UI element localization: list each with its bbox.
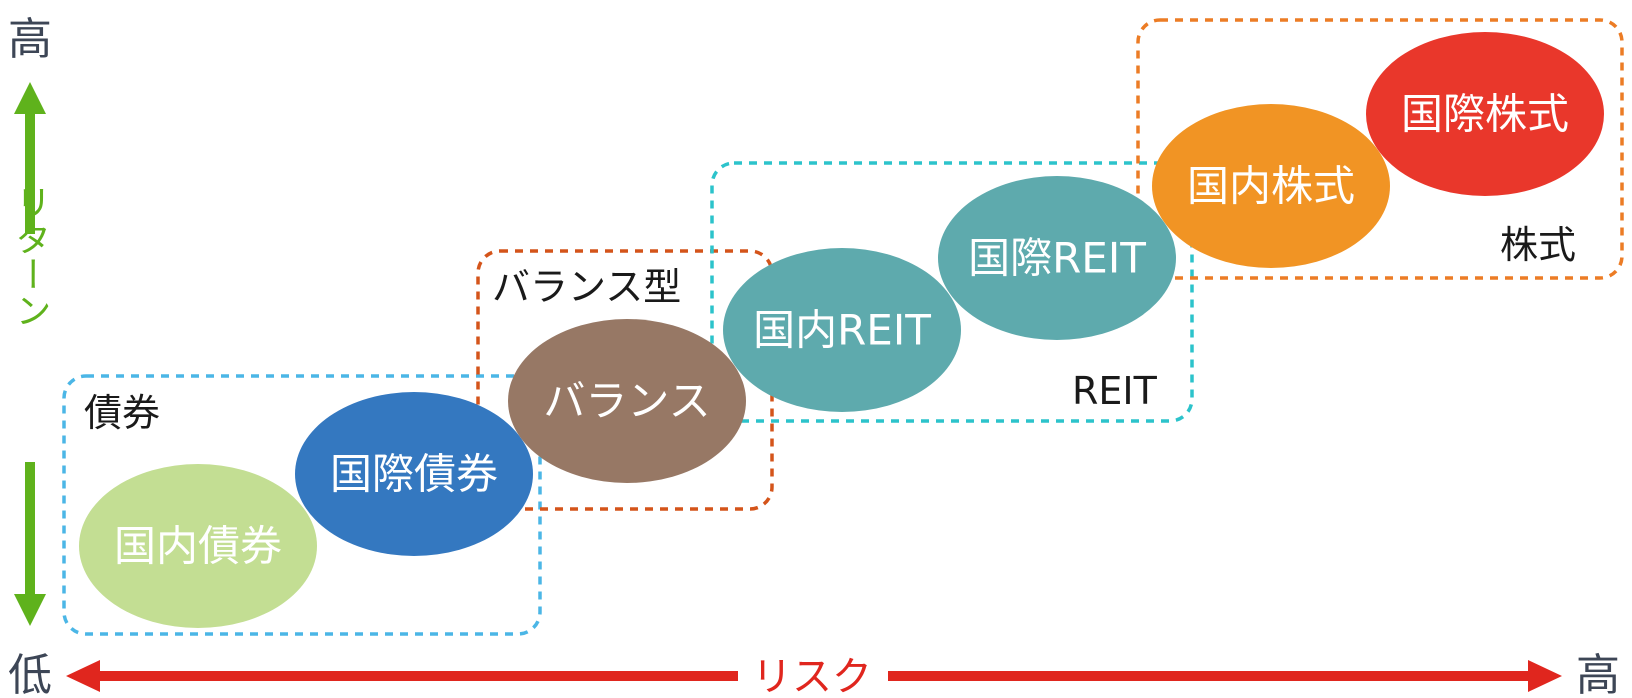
asset-ellipse-domestic-reit bbox=[723, 248, 961, 412]
x-axis-arrow-right bbox=[1528, 660, 1562, 692]
asset-label-intl-reit: 国際REIT bbox=[968, 234, 1146, 283]
asset-label-domestic-stock: 国内株式 bbox=[1187, 162, 1355, 211]
group-frame-reit bbox=[710, 161, 1194, 423]
asset-label-balance: バランス bbox=[543, 377, 710, 426]
y-axis-shaft-top bbox=[25, 112, 35, 234]
y-axis-arrow-down bbox=[14, 594, 46, 626]
asset-ellipse-domestic-bond bbox=[79, 464, 317, 628]
asset-ellipse-domestic-stock bbox=[1152, 104, 1390, 268]
group-label-bonds: 債券 bbox=[84, 391, 160, 435]
asset-label-intl-bond: 国際債券 bbox=[330, 450, 498, 499]
asset-ellipse-intl-reit bbox=[938, 176, 1176, 340]
y-axis-shaft-bottom bbox=[25, 462, 35, 594]
asset-label-intl-stock: 国際株式 bbox=[1401, 90, 1569, 139]
group-frame-bonds bbox=[62, 374, 542, 636]
asset-ellipse-intl-stock bbox=[1366, 32, 1604, 196]
group-label-reit: REIT bbox=[1072, 369, 1158, 413]
x-axis-shaft-left bbox=[98, 671, 738, 681]
group-label-balance: バランス型 bbox=[492, 265, 681, 309]
group-label-stocks: 株式 bbox=[1500, 223, 1576, 267]
asset-ellipse-intl-bond bbox=[295, 392, 533, 556]
x-axis-label: リスク bbox=[752, 654, 872, 698]
x-axis-arrow-left bbox=[66, 660, 100, 692]
y-axis-label: リターン bbox=[10, 184, 51, 328]
asset-ellipse-balance bbox=[508, 319, 746, 483]
asset-label-domestic-reit: 国内REIT bbox=[753, 306, 931, 355]
y-axis-arrow-up bbox=[14, 82, 46, 114]
y-axis-high-label: 高 bbox=[8, 14, 52, 65]
x-axis-high-label: 高 bbox=[1576, 650, 1620, 698]
y-axis-low-label: 低 bbox=[8, 650, 52, 698]
x-axis-shaft-right bbox=[888, 671, 1528, 681]
asset-label-domestic-bond: 国内債券 bbox=[114, 522, 282, 571]
